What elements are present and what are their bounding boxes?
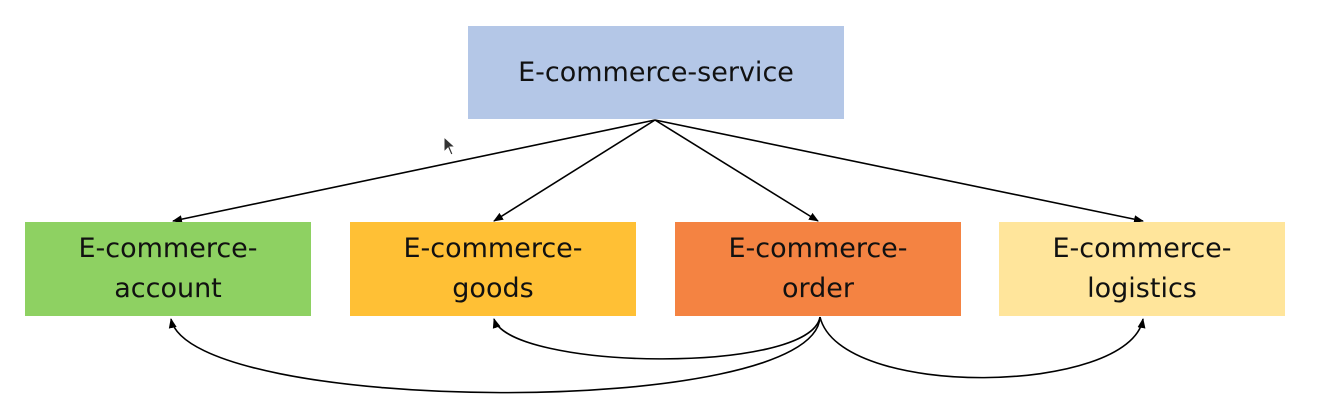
- edge-order-to-account: [168, 316, 821, 394]
- node-label-line: goods: [452, 273, 534, 304]
- node-label-line: logistics: [1087, 273, 1197, 304]
- edge-order-to-goods: [492, 316, 821, 360]
- node-e-commerce-order: E-commerce- order: [675, 222, 961, 316]
- node-e-commerce-goods: E-commerce- goods: [350, 222, 636, 316]
- node-label-line: order: [782, 273, 854, 304]
- edge-service-to-account: [172, 119, 656, 224]
- node-label-line: E-commerce-: [1052, 233, 1232, 264]
- mouse-pointer-icon: [443, 136, 457, 156]
- edge-order-to-logistics: [819, 316, 1146, 379]
- node-e-commerce-logistics: E-commerce- logistics: [999, 222, 1285, 316]
- node-label-line: E-commerce-: [403, 233, 583, 264]
- node-label-line: E-commerce-: [728, 233, 908, 264]
- node-label-line: E-commerce-service: [518, 56, 794, 88]
- node-e-commerce-service: E-commerce-service: [468, 26, 844, 119]
- node-e-commerce-account: E-commerce- account: [25, 222, 311, 316]
- node-label-line: E-commerce-: [78, 233, 258, 264]
- edge-service-to-order: [654, 119, 819, 222]
- edge-service-to-logistics: [654, 119, 1144, 224]
- edge-service-to-goods: [493, 119, 656, 222]
- node-label-line: account: [114, 273, 222, 304]
